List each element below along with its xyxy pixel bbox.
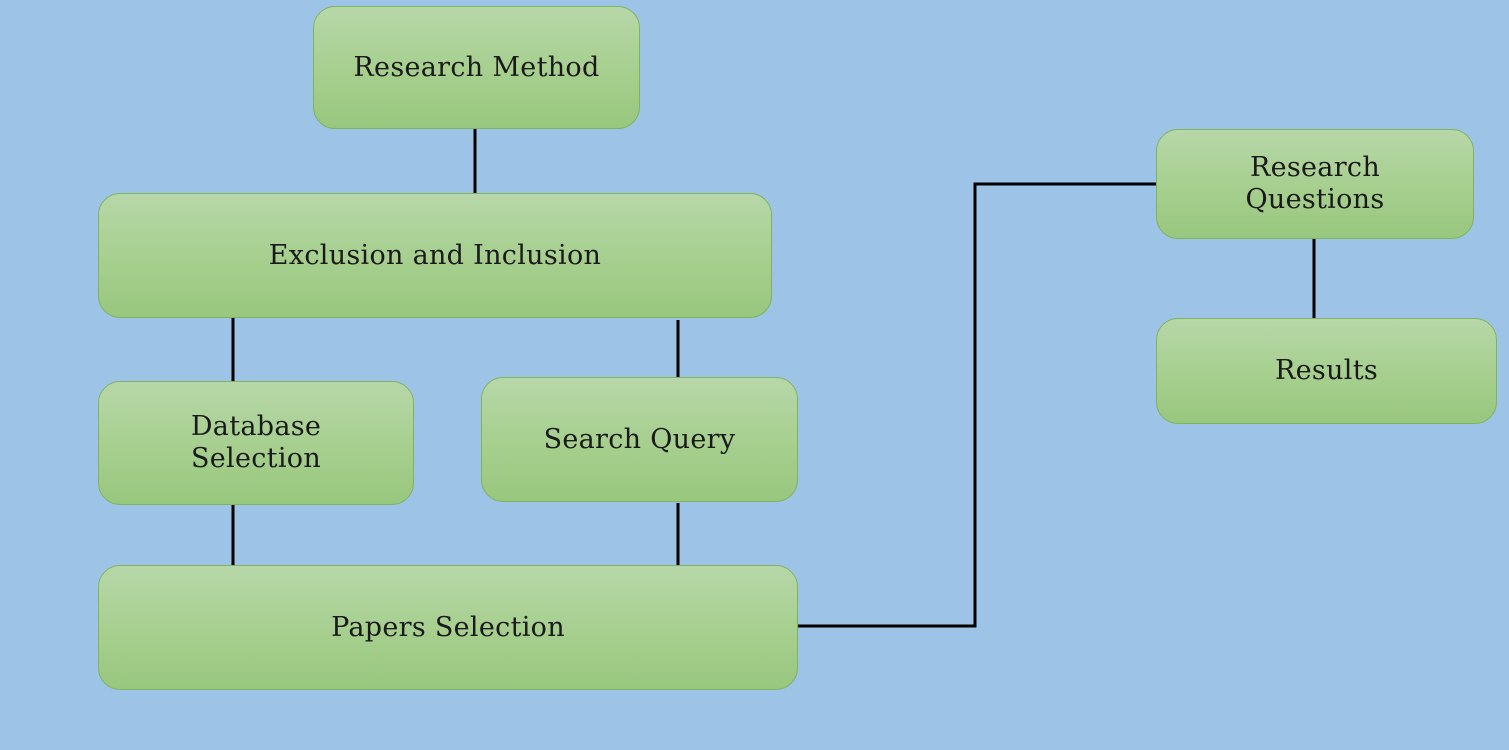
node-database-selection[interactable]: Database Selection — [98, 381, 414, 505]
node-research-method[interactable]: Research Method — [313, 6, 640, 129]
node-search-query-label: Search Query — [543, 423, 736, 455]
connector-papers-to-questions — [798, 182, 1156, 628]
node-results[interactable]: Results — [1156, 318, 1497, 424]
node-papers-selection[interactable]: Papers Selection — [98, 565, 798, 690]
node-results-label: Results — [1275, 355, 1378, 386]
node-search-query[interactable]: Search Query — [481, 377, 798, 502]
node-exclusion-and-inclusion[interactable]: Exclusion and Inclusion — [98, 193, 772, 318]
node-research-method-label: Research Method — [353, 51, 600, 83]
node-research-questions[interactable]: Research Questions — [1156, 129, 1474, 239]
node-papers-selection-label: Papers Selection — [331, 611, 565, 643]
node-research-questions-label: Research Questions — [1245, 152, 1385, 215]
node-database-selection-label: Database Selection — [190, 411, 322, 474]
node-exclusion-and-inclusion-label: Exclusion and Inclusion — [268, 239, 602, 271]
